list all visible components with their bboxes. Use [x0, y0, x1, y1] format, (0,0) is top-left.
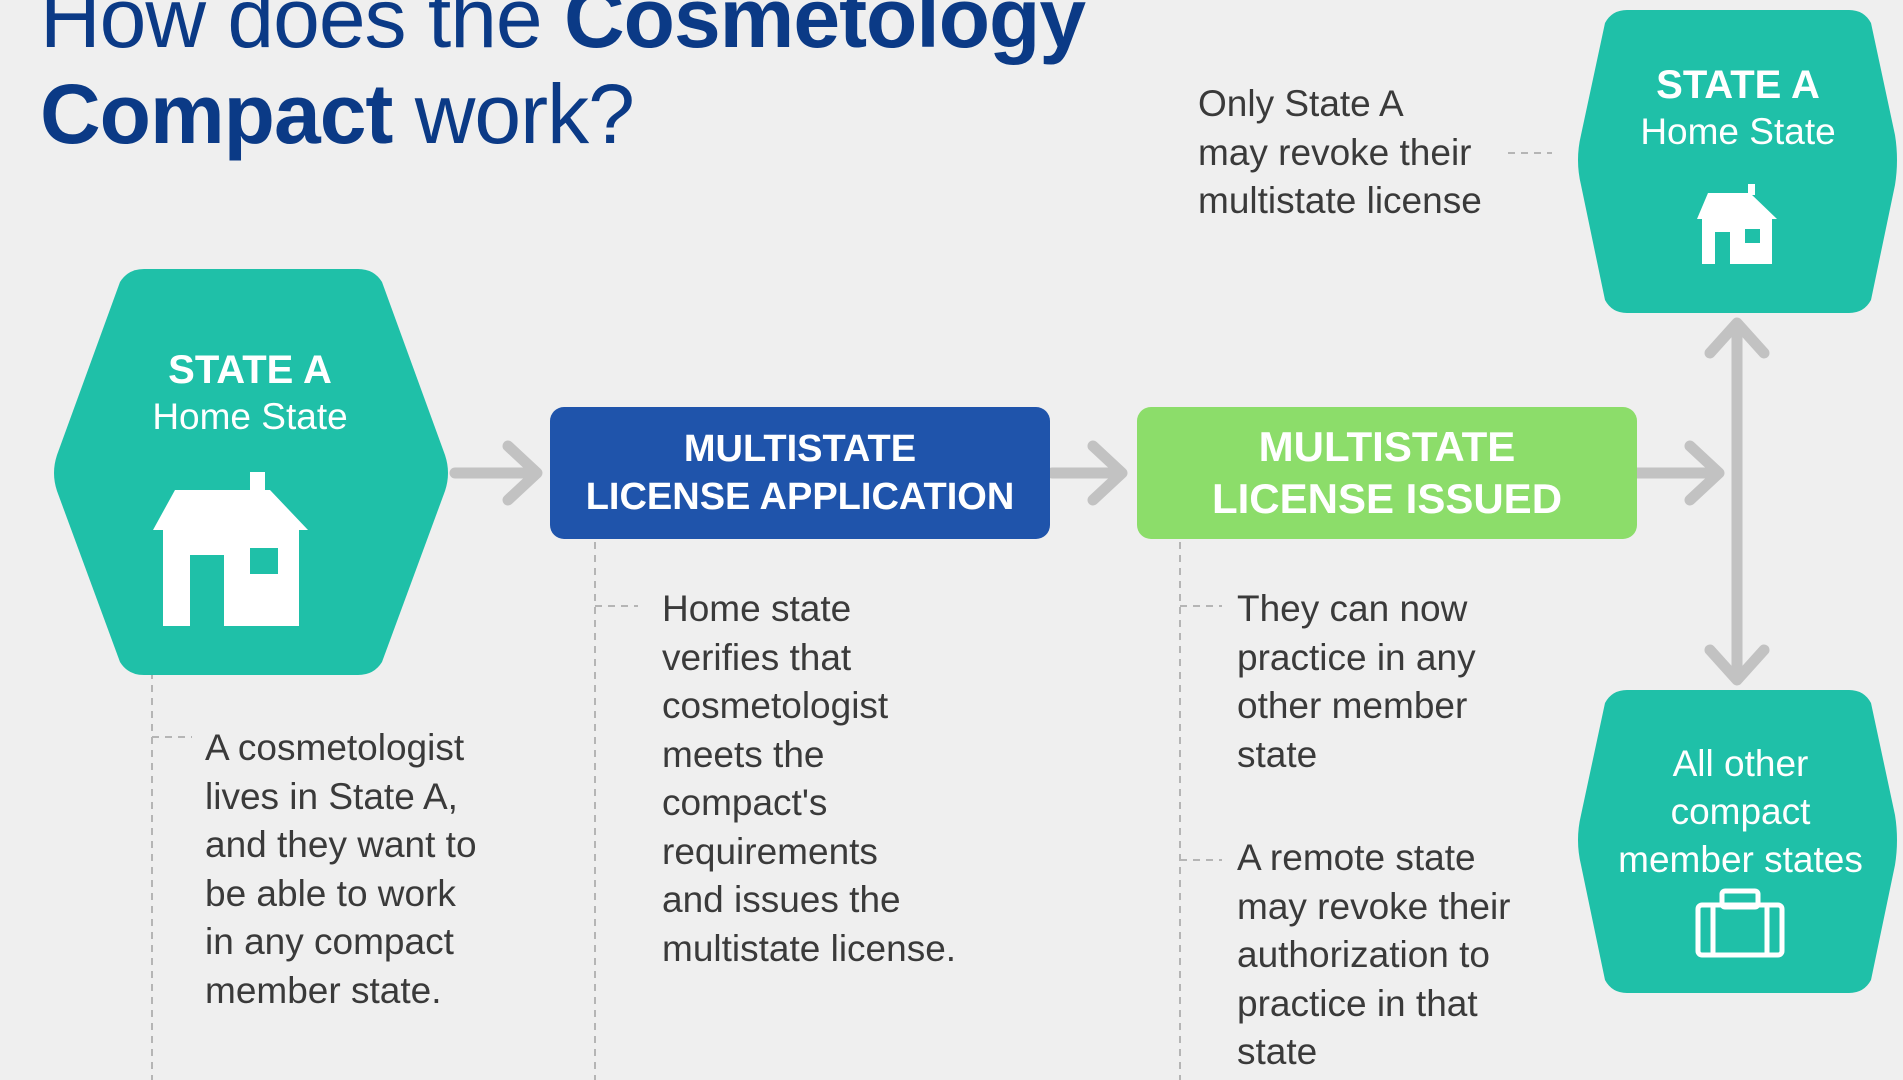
- arrow-right-3: [1631, 440, 1725, 506]
- issued-box-label: MULTISTATE LICENSE ISSUED: [1211, 423, 1563, 522]
- other-states-hexagon: [1578, 690, 1897, 993]
- house-icon: [153, 472, 308, 626]
- arrow-vertical-bidirectional: [1704, 317, 1770, 686]
- state-subtitle-left: Home State: [152, 396, 348, 437]
- note-remote-revoke: A remote state may revoke their authoriz…: [1237, 837, 1511, 1072]
- page-title: How does the Cosmetology Compact work?: [40, 0, 1086, 162]
- application-box: MULTISTATE LICENSE APPLICATION: [550, 407, 1050, 539]
- note-verifies: Home state verifies that cosmetologist m…: [662, 588, 957, 969]
- state-name-right: STATE A: [1656, 63, 1820, 107]
- house-icon-small: [1697, 184, 1777, 264]
- other-states-label: All other compact member states: [1598, 722, 1883, 902]
- title-part-2: Cosmetology: [563, 0, 1086, 65]
- issued-box: MULTISTATE LICENSE ISSUED: [1137, 407, 1637, 539]
- arrow-right-1: [449, 440, 543, 506]
- note-practice: They can now practice in any other membe…: [1237, 588, 1476, 775]
- application-box-label: MULTISTATE LICENSE APPLICATION: [585, 428, 1015, 518]
- title-part-1: How does the: [40, 0, 564, 65]
- state-name-left: STATE A: [168, 348, 332, 392]
- briefcase-icon: [1695, 888, 1785, 958]
- title-part-4: work?: [392, 67, 635, 161]
- home-state-right-label: STATE A Home State: [1598, 60, 1878, 154]
- note-revoke-home: Only State A may revoke their multistate…: [1198, 83, 1482, 221]
- other-states-text: All other compact member states: [1618, 743, 1863, 880]
- state-subtitle-right: Home State: [1640, 111, 1836, 152]
- title-part-3: Compact: [40, 67, 393, 161]
- arrow-right-2: [1046, 440, 1128, 506]
- home-state-left-label: STATE A Home State: [75, 345, 425, 439]
- note-cosmetologist: A cosmetologist lives in State A, and th…: [205, 727, 477, 1011]
- home-state-hexagon-right: [1578, 10, 1897, 313]
